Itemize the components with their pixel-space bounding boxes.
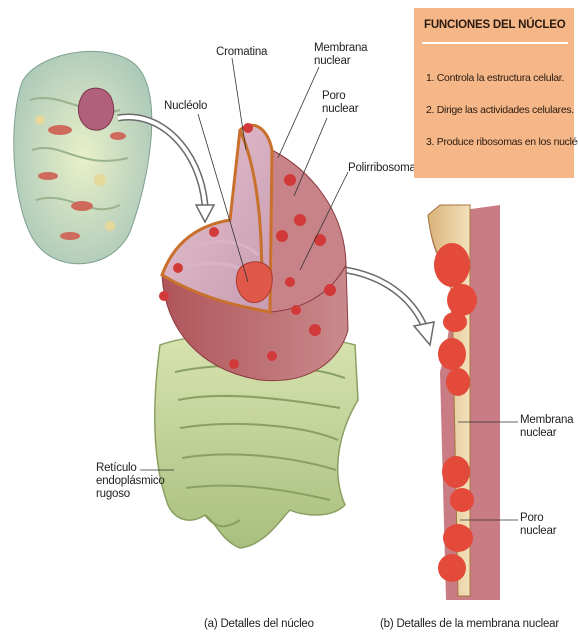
caption-a: (a) Detalles del núcleo bbox=[204, 618, 314, 630]
functions-box-title: FUNCIONES DEL NÚCLEO bbox=[414, 8, 574, 31]
functions-item-3: 3. Produce ribosomas en los nucléolos. bbox=[426, 136, 578, 148]
functions-box: FUNCIONES DEL NÚCLEO 1. Controla la estr… bbox=[414, 8, 574, 178]
functions-item-1: 1. Controla la estructura celular. bbox=[426, 72, 564, 84]
label-poro-nuclear-right: Poro nuclear bbox=[520, 512, 556, 538]
label-poro-nuclear-top: Poro nuclear bbox=[322, 90, 358, 116]
functions-box-divider bbox=[422, 42, 568, 44]
caption-b: (b) Detalles de la membrana nuclear bbox=[380, 618, 559, 630]
label-polirribosoma: Polirribosoma bbox=[348, 162, 416, 175]
label-membrana-nuclear-top: Membrana nuclear bbox=[314, 42, 367, 68]
label-reticulo: Retículo endoplásmico rugoso bbox=[96, 462, 165, 501]
membrane-detail-illustration bbox=[428, 205, 500, 600]
nucleolus bbox=[236, 262, 272, 303]
functions-item-2: 2. Dirige las actividades celulares. bbox=[426, 104, 574, 116]
label-cromatina: Cromatina bbox=[216, 46, 267, 59]
whole-cell-illustration bbox=[14, 51, 152, 263]
label-membrana-nuclear-right: Membrana nuclear bbox=[520, 414, 573, 440]
label-nucleolo: Nucléolo bbox=[164, 100, 207, 113]
